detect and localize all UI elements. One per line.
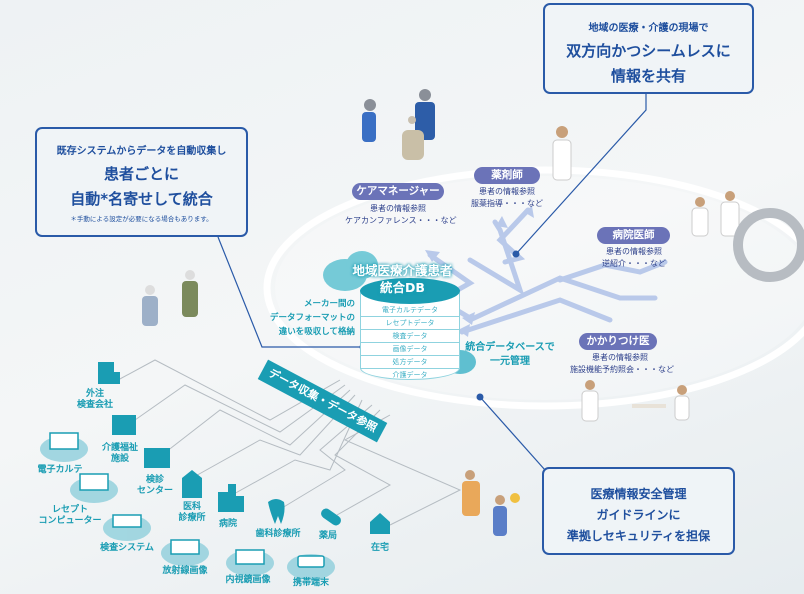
db-title-line: 統合DB [380,280,425,295]
role-desc-line: 患者の情報参照 [606,247,662,256]
central-management-note: 統合データベースで 一元管理 [460,341,560,369]
facility-external-lab: 外注 検査会社 [76,389,113,410]
role-pharmacist: 薬剤師 [474,167,540,184]
role-pharmacist-desc: 患者の情報参照服薬指導・・・など [460,186,554,210]
callout-auto-integration: 既存システムからデータを自動収集し 患者ごとに 自動*名寄せして統合 ＊手動によ… [35,127,248,237]
facility-lab-system: 検査システム [100,543,154,553]
db-row: 処方データ [360,356,460,369]
facility-mobile: 携帯端末 [292,578,329,588]
callout-footnote: ＊手動による設定が必要になる場合もあります。 [70,215,213,223]
callout-connectors [217,94,647,471]
facility-endoscopy: 内視鏡画像 [225,575,271,585]
figurine-hospital-doctors [691,191,804,282]
role-desc-line: ケアカンファレンス・・・など [345,216,457,225]
cloud-left [323,251,378,291]
figurine-family-doctor [581,380,690,422]
note-line: データフォーマットの [269,313,355,323]
note-line: 統合データベースで [465,342,555,353]
note-line: 一元管理 [490,356,530,367]
figurine-pharmacist [552,126,572,181]
facility-pharmacy: 薬局 [318,531,337,541]
facility-home: 在宅 [370,543,389,553]
sharing-ring [263,166,804,410]
db-row: 介護データ [392,371,428,379]
note-line: メーカー間の [303,299,355,309]
role-desc-line: 患者の情報参照 [592,353,648,362]
role-desc-line: 施設機能予約照会・・・など [570,365,674,374]
format-note: メーカー間の データフォーマットの 違いを吸収して格納 [255,297,355,339]
facility-ehr: 電子カルテ [37,465,83,475]
callout-line: ガイドラインに [596,508,681,522]
role-desc-line: 患者の情報参照 [479,187,535,196]
facility-hospital: 病院 [218,519,237,529]
callout-headline: 双方向かつシームレスに [566,42,731,60]
callout-security: 医療情報安全管理 ガイドラインに 準拠しセキュリティを担保 [542,467,735,555]
callout-lead: 地域の医療・介護の現場で [588,23,709,34]
db-row: 検査データ [360,330,460,343]
connector-dot [512,250,520,258]
role-care-manager: ケアマネージャー [352,183,444,200]
role-care-manager-desc: 患者の情報参照ケアカンファレンス・・・など [345,203,457,227]
callout-line: 医療情報安全管理 [590,487,687,501]
balloon-icon [510,493,520,503]
facility-clinic: 医科 診療所 [178,502,206,523]
callout-lead: 既存システムからデータを自動収集し [56,146,227,157]
db-row: レセプトデータ [360,317,460,330]
db-row: 画像データ [360,343,460,356]
role-desc-line: 服薬指導・・・など [471,199,543,208]
connector-dot [476,393,484,401]
facility-radiology: 放射線画像 [162,566,208,576]
facility-dental: 歯科診療所 [255,529,301,539]
integrated-database: 電子カルテデータ レセプトデータ 検査データ 画像データ 処方データ 介護データ [360,278,460,380]
note-line: 違いを吸収して格納 [278,327,355,337]
db-title: 地域医療介護患者 統合DB [340,262,465,296]
role-family-doctor: かかりつけ医 [579,333,657,350]
callout-headline: 自動*名寄せして統合 [70,190,213,208]
role-desc-line: 逆紹介・・・など [602,259,666,268]
role-desc-line: 患者の情報参照 [370,204,426,213]
role-hospital-doctor: 病院医師 [597,227,670,244]
callout-line: 準拠しセキュリティを担保 [566,529,711,543]
figurine-elderly-couple [142,270,198,326]
facility-receipt-computer: レセプト コンピューター [38,505,102,526]
role-hospital-doctor-desc: 患者の情報参照逆紹介・・・など [590,246,678,270]
callout-seamless-sharing: 地域の医療・介護の現場で 双方向かつシームレスに 情報を共有 [543,3,754,94]
db-row: 電子カルテデータ [360,304,460,317]
callout-headline: 患者ごとに [103,165,179,183]
db-title-line: 地域医療介護患者 [352,263,453,278]
callout-headline: 情報を共有 [610,67,686,85]
role-family-doctor-desc: 患者の情報参照施設機能予約照会・・・など [570,352,674,376]
figurine-caregiver-group [362,89,435,160]
facility-care-facility: 介護福祉 施設 [101,443,138,464]
facility-checkup-center: 検診 センター [136,475,173,496]
stethoscope-icon [733,208,804,282]
figurine-family [462,470,520,536]
